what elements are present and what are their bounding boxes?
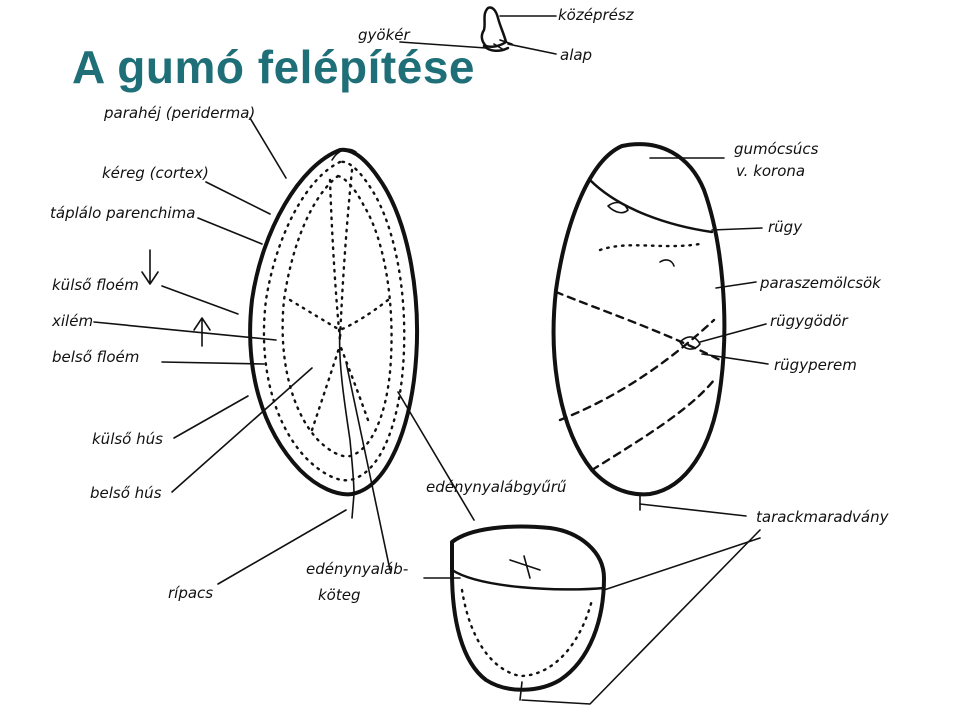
label-rugygodor: rügygödör: [770, 312, 848, 330]
leader-edenynyalab: [345, 361, 391, 571]
leader-tarackmaradvany: [639, 503, 747, 517]
leader-kereg: [205, 181, 271, 215]
label-edenynyalab-2: köteg: [318, 586, 361, 604]
label-parahej: parahéj (periderma): [103, 104, 255, 122]
label-gyoker: gyökér: [358, 26, 410, 44]
label-rugy: rügy: [768, 218, 803, 236]
leader-tarack-cross: [603, 537, 761, 591]
label-edenynyalab-1: edénynyaláb-: [306, 560, 408, 578]
leader-kulso-floem: [161, 285, 239, 315]
label-kulso-floem: külső floém: [52, 276, 139, 294]
label-gumocsucs-1: gumócsúcs: [734, 140, 819, 158]
label-kulso-hus: külső hús: [92, 430, 163, 448]
label-rugyperem: rügyperem: [774, 356, 857, 374]
tuber-cross-section: [450, 524, 606, 701]
leader-alap: [507, 43, 557, 55]
leader-kulso-hus: [173, 395, 249, 439]
leader-ripacs: [217, 509, 347, 585]
leader-rugyperem: [701, 353, 769, 365]
tuber-whole-view: [551, 142, 727, 511]
leader-taplalo: [197, 217, 263, 245]
label-kereg: kéreg (cortex): [102, 164, 209, 182]
leader-paraszemolcsok: [715, 281, 757, 289]
leader-xilem: [93, 321, 277, 341]
leader-gyoker: [399, 41, 487, 49]
label-belso-hus: belső hús: [90, 484, 162, 502]
label-edenynyalabgyuru: edénynyalábgyűrű: [426, 478, 567, 496]
label-kozepresz: középrész: [558, 6, 635, 24]
page-title: A gumó felépítése: [72, 41, 475, 93]
leader-rugygodor: [699, 323, 767, 343]
label-belso-floem: belső floém: [52, 348, 139, 366]
label-taplalo: táplálo parenchima: [50, 204, 195, 222]
leader-belso-hus: [171, 367, 313, 493]
label-gumocsucs-2: v. korona: [736, 162, 805, 180]
leader-tarack-bottom: [521, 529, 761, 705]
leader-edenynyalabgyuru: [397, 391, 475, 521]
label-tarackmaradvany: tarackmaradvány: [756, 508, 890, 526]
label-paraszemolcsok: paraszemölcsök: [759, 274, 882, 292]
label-xilem: xilém: [51, 312, 93, 330]
leader-rugy: [711, 227, 763, 231]
label-ripacs: rípacs: [168, 584, 213, 602]
label-alap: alap: [560, 46, 592, 64]
leader-belso-floem: [161, 361, 265, 365]
tuber-longitudinal-section: [141, 147, 419, 519]
leader-parahej: [249, 117, 287, 179]
